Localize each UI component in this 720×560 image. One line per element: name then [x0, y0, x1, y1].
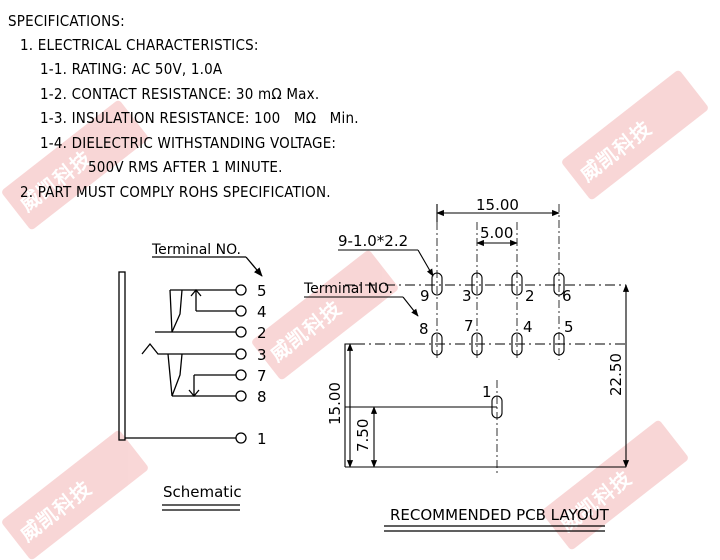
schematic-pin-label: 2: [257, 324, 267, 342]
spec-rating: 1-1. RATING: AC 50V, 1.0A: [40, 60, 223, 78]
hole-spec-label: 9-1.0*2.2: [338, 232, 408, 250]
schematic-pin-label: 8: [257, 388, 267, 406]
spec-dielectric: 1-4. DIELECTRIC WITHSTANDING VOLTAGE:: [40, 134, 337, 152]
spec-title: SPECIFICATIONS:: [8, 12, 125, 30]
pcb-caption: RECOMMENDED PCB LAYOUT: [390, 506, 610, 524]
spec-electrical: 1. ELECTRICAL CHARACTERISTICS:: [20, 36, 259, 54]
pcb-pin-label: 5: [564, 318, 574, 336]
pcb-layout: [304, 204, 630, 475]
schematic-pin-label: 5: [257, 282, 267, 300]
schematic: Terminal NO.: [118, 242, 263, 444]
schematic-terminal-header: Terminal NO.: [151, 242, 241, 258]
pcb-pin-label: 1: [482, 383, 492, 401]
jack-body: [118, 271, 126, 441]
pcb-pin-label: 6: [562, 287, 572, 305]
spec-dielectric-detail: 500V RMS AFTER 1 MINUTE.: [88, 158, 283, 176]
dim-pin-pitch: 5.00: [480, 224, 513, 242]
schematic-pin-label: 3: [257, 346, 267, 364]
schematic-caption: Schematic: [163, 483, 242, 501]
pcb-pin-label: 3: [462, 287, 472, 305]
dim-pin1-to-edge: 7.50: [354, 419, 372, 452]
pcb-pin-label: 9: [420, 287, 430, 305]
pcb-pin-label: 2: [525, 287, 535, 305]
pcb-pin-label: 4: [523, 318, 533, 336]
dim-overall-depth: 22.50: [607, 353, 625, 396]
pcb-pin-label: 7: [464, 317, 474, 335]
spec-insulation-resistance: 1-3. INSULATION RESISTANCE: 100 MΩ Min.: [40, 109, 359, 127]
dim-row-to-edge: 15.00: [326, 382, 344, 425]
spec-contact-resistance: 1-2. CONTACT RESISTANCE: 30 mΩ Max.: [40, 85, 320, 103]
schematic-pin-label: 7: [257, 367, 267, 385]
schematic-pin-label: 1: [257, 430, 267, 448]
schematic-pin-label: 4: [257, 303, 267, 321]
pcb-pin-label: 8: [419, 320, 429, 338]
spec-rohs: 2. PART MUST COMPLY ROHS SPECIFICATION.: [20, 183, 331, 201]
dim-overall-width: 15.00: [476, 196, 519, 214]
pcb-terminal-header: Terminal NO.: [303, 281, 393, 297]
